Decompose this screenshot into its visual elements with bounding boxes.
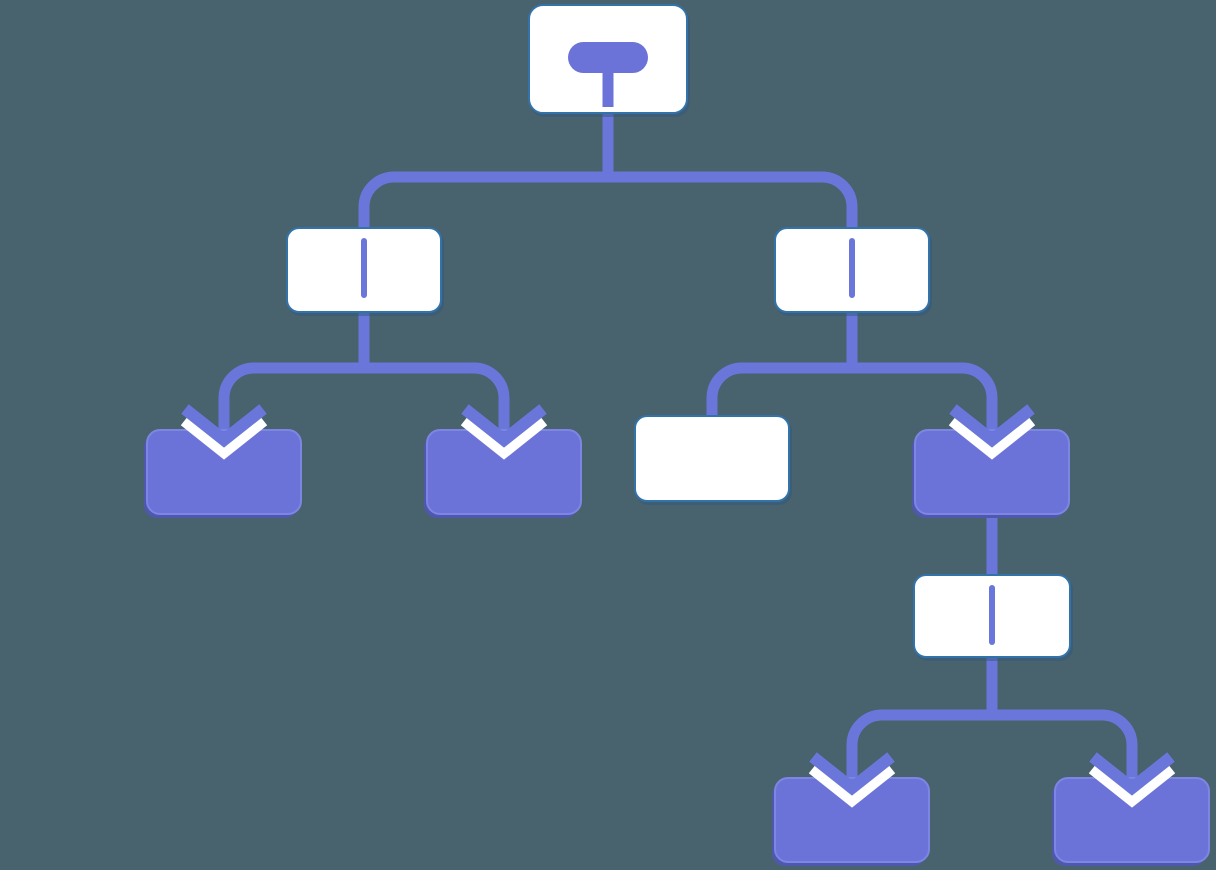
root-pill-icon [568,42,648,73]
branch-divider-icon [849,238,855,298]
edge-branch-right [706,362,998,437]
root-stem-icon [602,70,614,107]
branch-divider-icon [989,585,995,645]
edge-branch-bottom [846,709,1138,785]
node-branch-left[interactable] [286,227,442,313]
node-branch-bottom[interactable] [913,574,1071,658]
node-leaf-5[interactable] [1054,777,1210,863]
node-leaf-3[interactable] [914,429,1070,515]
edge-root [358,171,858,230]
node-branch-right[interactable] [774,227,930,313]
node-leaf-1[interactable] [146,429,302,515]
edge-branch-left [218,362,510,437]
node-white-child[interactable] [634,415,790,502]
node-leaf-2[interactable] [426,429,582,515]
node-root[interactable] [528,4,688,114]
node-leaf-4[interactable] [774,777,930,863]
branch-divider-icon [361,238,367,298]
